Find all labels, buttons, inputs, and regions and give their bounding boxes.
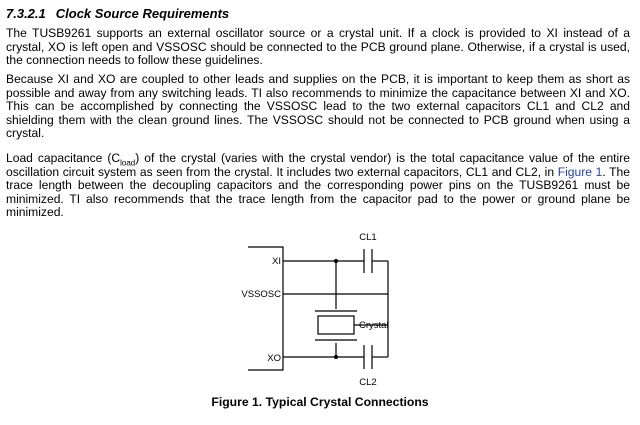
figure-1-link[interactable]: Figure 1 [557,164,603,179]
vssosc-label: VSSOSC [241,289,281,300]
paragraph-xi-xo-coupling: Because XI and XO are coupled to other l… [6,72,630,141]
p3-text-3: . The trace length between the decouplin… [6,164,630,220]
p3-text-1: Load capacitance (C [6,151,121,165]
section-number: 7.3.2.1 [6,6,46,21]
section-heading: 7.3.2.1 Clock Source Requirements [6,6,229,22]
crystal-label: Crystal [359,320,389,331]
paragraph-clock-source: The TUSB9261 supports an external oscill… [6,26,630,68]
cl2-label: CL2 [359,377,376,388]
p3-text-2: ) of the crystal (varies with the crysta… [6,151,630,179]
xo-label: XO [267,353,281,364]
figure-caption: Figure 1. Typical Crystal Connections [211,395,429,409]
cl1-label: CL1 [359,232,376,243]
section-title: Clock Source Requirements [55,6,230,21]
chip-outline [248,246,284,371]
xi-junction-dot [334,259,338,263]
xi-label: XI [272,256,281,267]
crystal-body [317,315,355,335]
c-load-subscript: load [120,158,136,168]
paragraph-load-capacitance: Load capacitance (Cload) of the crystal … [6,151,630,220]
xo-junction-dot [334,355,338,359]
